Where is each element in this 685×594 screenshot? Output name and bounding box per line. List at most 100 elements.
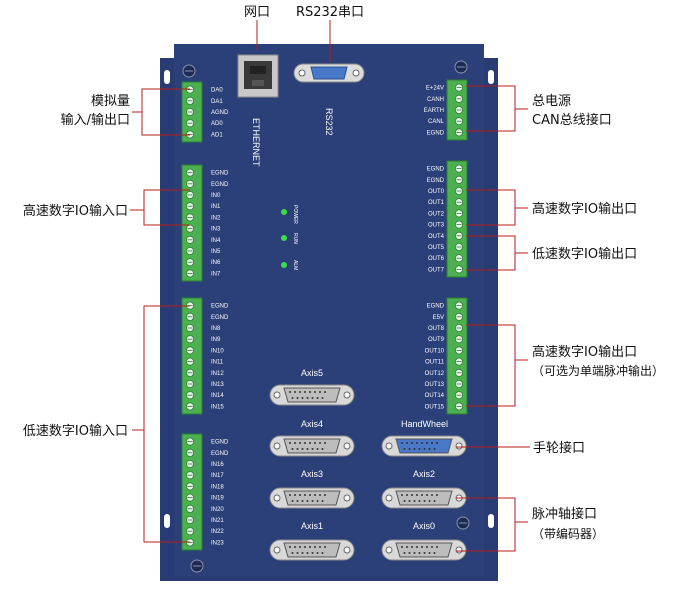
ethernet-callout: 网口	[244, 5, 270, 20]
ethernet-label: ETHERNET	[251, 118, 261, 167]
power-callout-line1: 总电源	[532, 94, 571, 109]
hs-input-callout: 高速数字IO输入口	[23, 203, 128, 219]
handwheel-connector[interactable]	[381, 435, 467, 457]
terminal-pin-label: EARTH	[424, 108, 444, 114]
terminal-pin-label: CANH	[427, 97, 444, 103]
hs-output-pulse-callout-line	[466, 324, 516, 407]
callout-lines	[130, 20, 530, 552]
terminal-pin-label: DA1	[211, 99, 223, 105]
terminal-pin-label: EGND	[211, 440, 229, 446]
power-led	[281, 209, 287, 215]
terminal-pin-label: IN13	[211, 382, 224, 388]
axis5-connector[interactable]	[269, 384, 355, 406]
rs232-label: RS232	[324, 108, 334, 136]
terminal-pin-label: IN9	[211, 337, 221, 343]
terminal-pin-label: CANL	[428, 119, 445, 125]
terminal-pin-label: OUT4	[428, 234, 445, 240]
screw-tl	[182, 64, 196, 78]
ls-input-callout: 低速数字IO输入口	[23, 423, 128, 439]
terminal-pin-label: EGND	[211, 182, 229, 188]
axis4-connector[interactable]	[269, 435, 355, 457]
terminal-pin-label: IN3	[211, 227, 221, 233]
terminal-pin-label: IN0	[211, 193, 221, 199]
terminal-pin-label: IN8	[211, 326, 221, 332]
db-connectors	[269, 384, 467, 561]
alm-led	[281, 262, 287, 268]
terminal-pin-label: IN1	[211, 204, 221, 210]
terminal-pin-label: IN6	[211, 260, 221, 266]
terminal-pin-label: E5V	[433, 315, 444, 321]
terminal-pin-label: IN22	[211, 529, 224, 535]
mounting-slot-tr	[488, 70, 494, 84]
terminal-pin-label: IN7	[211, 271, 221, 277]
terminal-pin-label: AGND	[211, 110, 229, 116]
run-led	[281, 235, 287, 241]
terminal-pin-label: DA0	[211, 88, 223, 94]
hs-output-callout: 高速数字IO输出口	[532, 201, 637, 217]
ethernet-port[interactable]	[237, 54, 279, 98]
power-callout-line2: CAN总线接口	[532, 112, 612, 128]
screw-tr	[454, 60, 468, 74]
alm-led-label: ALM	[292, 260, 298, 270]
axis2-connector[interactable]	[381, 487, 467, 509]
axis2-label: Axis2	[413, 469, 435, 479]
terminal-pin-label: OUT1	[428, 200, 445, 206]
terminal-pin-label: IN10	[211, 348, 224, 354]
terminal-pin-label: OUT2	[428, 211, 445, 217]
ls-output-callout: 低速数字IO输出口	[532, 246, 637, 262]
terminal-pin-label: EGND	[427, 304, 445, 310]
axis0-label: Axis0	[413, 521, 435, 531]
terminal-pin-label: IN16	[211, 462, 224, 468]
axis4-label: Axis4	[301, 419, 323, 429]
terminal-pin-label: IN19	[211, 496, 224, 502]
controller-board	[174, 44, 484, 576]
terminal-pin-label: OUT11	[425, 360, 445, 366]
axis1-connector[interactable]	[269, 539, 355, 561]
terminal-pin-label: IN20	[211, 507, 224, 513]
terminal-pin-label: EGND	[211, 171, 229, 177]
mounting-slot-bl	[164, 514, 170, 528]
terminal-pin-label: OUT5	[428, 245, 445, 251]
terminal-pin-label: IN12	[211, 371, 224, 377]
terminal-pin-label: OUT9	[428, 337, 445, 343]
terminal-pin-label: EGND	[211, 451, 229, 457]
terminal-pin-label: IN11	[211, 360, 224, 366]
terminal-pin-label: IN4	[211, 238, 221, 244]
terminal-pin-label: OUT6	[428, 256, 445, 262]
terminal-pin-label: IN17	[211, 473, 224, 479]
analog-callout-line1: 模拟量	[91, 94, 130, 109]
axis3-label: Axis3	[301, 469, 323, 479]
axis3-connector[interactable]	[269, 487, 355, 509]
run-led-label: RUN	[292, 233, 298, 244]
rs232-port[interactable]	[293, 63, 365, 83]
terminal-pin-label: OUT3	[428, 223, 445, 229]
terminal-pin-label: EGND	[211, 304, 229, 310]
axis1-label: Axis1	[301, 521, 323, 531]
ls-input-callout-line	[143, 305, 190, 543]
axis-callout-line	[456, 497, 516, 552]
axis0-connector[interactable]	[381, 539, 467, 561]
analog-callout-line2: 输入/输出口	[61, 112, 130, 128]
screw-bl	[190, 559, 204, 573]
power-led-label: POWER	[292, 205, 298, 224]
rs232-callout: RS232串口	[296, 5, 364, 20]
screw-br	[456, 516, 470, 530]
terminal-block-output-b: EGNDE5VOUT8OUT9OUT10OUT11OUT12OUT13OUT14…	[425, 297, 468, 415]
terminal-pin-label: OUT0	[428, 189, 445, 195]
terminal-pin-label: IN14	[211, 393, 224, 399]
hs-output-pulse-callout-line2: （可选为单端脉冲输出）	[532, 363, 664, 378]
hs-input-callout-line	[143, 189, 190, 226]
controller-body	[160, 44, 498, 581]
terminal-pin-label: OUT8	[428, 326, 445, 332]
handwheel-label: HandWheel	[401, 419, 448, 429]
terminal-pin-label: OUT13	[425, 382, 445, 388]
terminal-pin-label: OUT10	[425, 348, 445, 354]
terminal-pin-label: OUT14	[425, 393, 445, 399]
axis-callout-line2: （带编码器）	[532, 526, 604, 541]
